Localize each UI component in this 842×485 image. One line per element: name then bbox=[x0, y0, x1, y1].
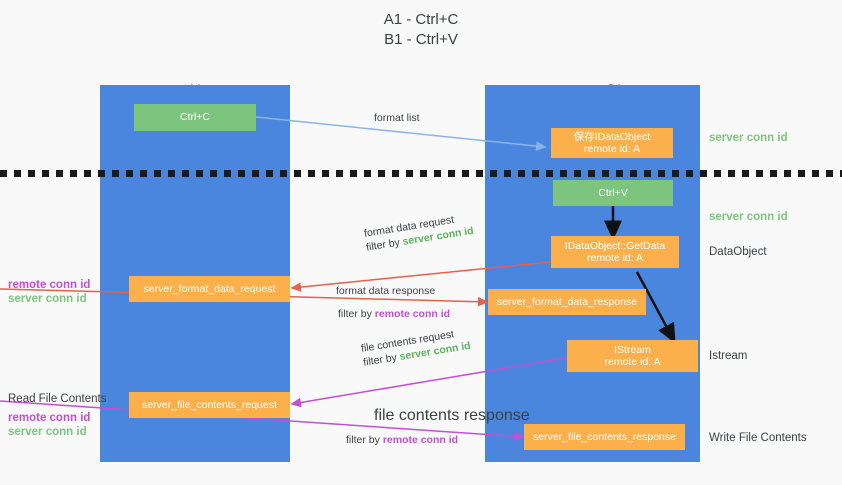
edge-label-file-contents-response-filter-value: remote conn id bbox=[382, 434, 459, 446]
label-right-dataobject: DataObject bbox=[709, 246, 767, 258]
node-server-format-data-request[interactable]: server_format_data_request bbox=[129, 276, 290, 302]
edge-label-format-data-request-group: format data request filter by server con… bbox=[363, 214, 474, 255]
label-left-server-conn-id-1: server conn id bbox=[8, 293, 87, 305]
label-left-conn-id-group-2: remote conn id server conn id bbox=[8, 411, 98, 439]
node-ctrl-v-line1: Ctrl+V bbox=[598, 186, 628, 199]
edge-label-format-data-response-filter: filter by remote conn id bbox=[338, 307, 450, 321]
node-server-file-contents-response[interactable]: server_file_contents_response bbox=[524, 424, 685, 450]
label-left-server-conn-id-2: server conn id bbox=[8, 426, 87, 438]
label-left-remote-conn-id-2: remote conn id bbox=[8, 412, 91, 424]
node-save-idataobject[interactable]: 保存IDataObject remote id: A bbox=[551, 128, 673, 158]
label-right-write-file-contents: Write File Contents bbox=[709, 432, 807, 444]
edge-label-format-data-response-group: format data response filter by remote co… bbox=[336, 284, 450, 321]
node-server-file-contents-response-line1: server_file_contents_response bbox=[532, 430, 676, 443]
edge-label-file-contents-request-group: file contents request filter by server c… bbox=[360, 328, 471, 370]
edge-label-format-data-response-filter-value: remote conn id bbox=[374, 308, 451, 320]
node-ctrl-c[interactable]: Ctrl+C bbox=[134, 104, 256, 131]
edge-label-file-contents-response: file contents response bbox=[374, 407, 530, 424]
label-right-server-conn-id-ctrlv: server conn id bbox=[709, 211, 788, 223]
edge-label-format-data-response: format data response bbox=[336, 285, 436, 297]
node-server-format-data-request-line1: server_format_data_request bbox=[143, 282, 276, 295]
label-left-remote-conn-id-1: remote conn id bbox=[8, 279, 91, 291]
node-idataobject-getdata-line1: IDataObject::GetData bbox=[564, 239, 666, 252]
node-istream-line2: remote id: A bbox=[604, 356, 661, 368]
edge-label-file-contents-response-filter: filter by remote conn id bbox=[346, 433, 458, 447]
label-right-istream: Istream bbox=[709, 350, 748, 362]
node-server-format-data-response[interactable]: server_format_data_response bbox=[488, 289, 646, 315]
node-save-idataobject-line2: remote id: A bbox=[583, 143, 641, 155]
node-istream[interactable]: IStream remote id: A bbox=[567, 340, 698, 372]
label-left-conn-id-group-1: remote conn id server conn id bbox=[8, 278, 98, 306]
node-idataobject-getdata[interactable]: IDataObject::GetData remote id: A bbox=[551, 236, 679, 268]
edge-label-file-contents-response-filter-prefix: filter by bbox=[346, 434, 383, 446]
node-server-file-contents-request[interactable]: server_file_contents_request bbox=[129, 392, 290, 418]
node-ctrl-v[interactable]: Ctrl+V bbox=[553, 180, 673, 206]
node-server-format-data-response-line1: server_format_data_response bbox=[496, 295, 638, 308]
label-right-server-conn-id-top: server conn id bbox=[709, 132, 788, 144]
node-ctrl-c-line1: Ctrl+C bbox=[179, 111, 211, 124]
edge-label-format-data-response-filter-prefix: filter by bbox=[338, 308, 375, 320]
node-istream-line1: IStream bbox=[614, 343, 651, 356]
node-save-idataobject-line1: 保存IDataObject bbox=[573, 130, 651, 143]
node-idataobject-getdata-line2: remote id: A bbox=[586, 252, 644, 264]
diagram-title: A1 - Ctrl+C B1 - Ctrl+V bbox=[383, 11, 459, 48]
phase-divider-dashed-line bbox=[0, 170, 842, 177]
label-left-read-file-contents: Read File Contents bbox=[8, 393, 107, 405]
node-server-file-contents-request-line1: server_file_contents_request bbox=[142, 398, 277, 411]
edge-label-format-list: format list bbox=[374, 112, 420, 124]
